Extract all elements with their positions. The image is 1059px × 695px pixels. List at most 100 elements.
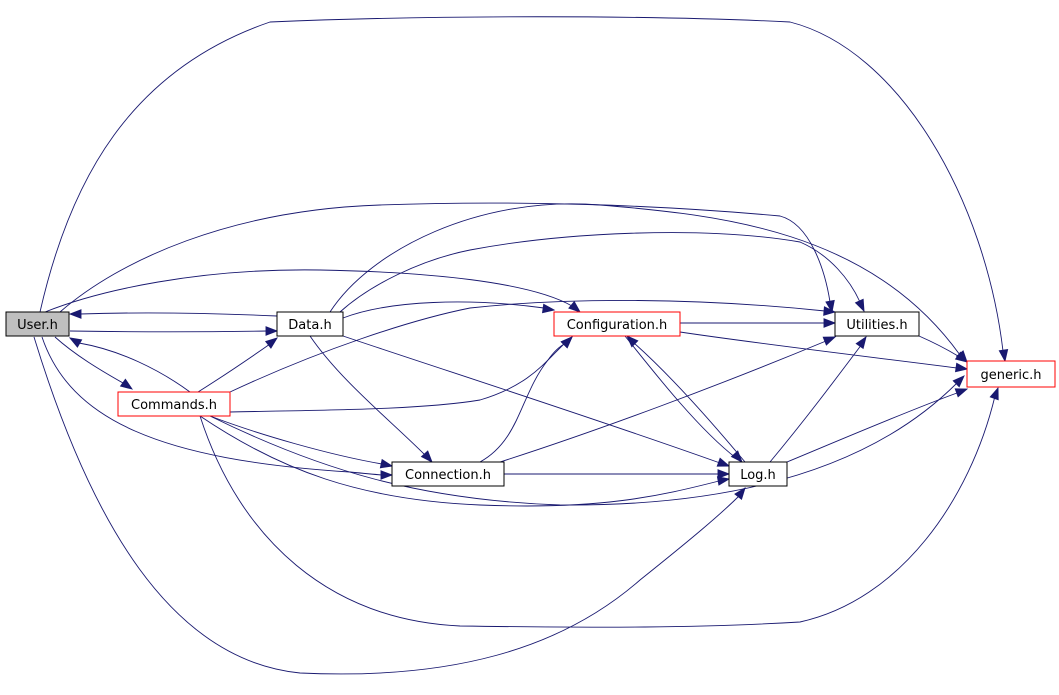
arrowhead-icon [822,336,837,346]
node-generic[interactable]: generic.h [966,360,1056,388]
edge-line [54,336,124,384]
edge-line [41,336,383,476]
arrowhead-icon [952,375,965,388]
edge-configuration-to-utilities [680,318,837,328]
node-data[interactable]: Data.h [276,311,344,337]
edge-commands-to-generic [209,375,965,506]
arrowhead-icon [119,378,134,390]
edge-line [78,342,191,393]
arrowhead-icon [541,303,556,314]
node-connection[interactable]: Connection.h [391,461,505,487]
edge-line [339,232,861,313]
node-user[interactable]: User.h [5,311,70,337]
arrowhead-icon [954,362,969,373]
node-configuration[interactable]: Configuration.h [553,311,681,337]
edge-data-to-configuration [342,301,556,319]
node-box [276,311,344,337]
edge-data-to-user [68,309,278,319]
edge-user-to-connection [41,336,394,480]
arrowhead-icon [560,336,573,349]
node-label: generic.h [981,368,1042,383]
edge-line [679,331,958,369]
arrowhead-icon [568,300,581,313]
edge-line [769,343,863,463]
edge-user-to-data [69,326,279,336]
arrowhead-icon [855,335,867,350]
node-box [391,461,505,487]
edge-log-to-configuration [626,335,746,463]
edge-line [229,299,826,393]
edge-commands-to-user [68,337,191,393]
arrowhead-icon [854,298,865,313]
node-label: Connection.h [405,468,491,483]
arrowhead-icon [716,457,731,467]
edge-line [342,301,545,319]
node-box [834,311,920,337]
arrowhead-icon [989,386,999,401]
edge-line [786,392,958,463]
edge-data-to-connection [309,335,433,463]
arrowhead-icon [68,309,82,319]
edge-line [229,342,566,413]
arrowhead-icon [954,351,969,363]
graph-nodes: User.h Data.h Configuration.h Utilities.hCo… [5,311,1056,487]
arrowhead-icon [626,335,639,348]
arrowhead-icon [998,348,1009,363]
edge-log-to-utilities [769,335,867,463]
edge-configuration-to-generic [679,331,969,373]
edge-line [309,335,426,456]
edge-commands-to-log [199,415,731,507]
edge-utilities-to-generic [918,335,969,363]
edge-commands-to-data [197,337,278,393]
edge-data-to-log [342,335,731,467]
arrowhead-icon [954,388,969,398]
node-log[interactable]: Log.h [728,461,788,487]
edge-line [624,335,737,459]
node-label: Log.h [740,468,776,483]
node-label: Utilities.h [846,318,907,333]
edge-line [44,269,573,313]
edge-user-to-generic-bottom [199,386,999,628]
edge-line [329,203,961,356]
edge-line [209,415,383,465]
edge-user-to-utilities [59,202,835,314]
arrowhead-icon [825,299,835,314]
node-label: Configuration.h [567,318,668,333]
node-utilities[interactable]: Utilities.h [834,311,920,337]
edge-connection-to-configuration [479,336,573,463]
edge-connection-to-utilities [499,336,837,463]
arrowhead-icon [379,458,394,469]
edge-line [199,395,996,628]
arrowhead-icon [420,450,433,463]
edge-connection-to-log [504,469,731,479]
graph-edges [33,16,1009,675]
edge-line [59,202,831,313]
edge-user-to-log [33,336,746,675]
arrowhead-icon [823,318,837,328]
edge-user-to-generic-top [39,16,1009,363]
edge-line [209,382,958,506]
arrowhead-icon [716,476,731,486]
edge-line [633,342,746,463]
node-box [553,311,681,337]
edge-line [197,343,271,393]
arrowhead-icon [717,469,731,479]
edge-line [918,335,959,357]
node-label: Data.h [288,318,331,333]
edge-user-to-configuration [44,269,581,313]
edge-line [342,335,721,464]
edge-line [199,415,720,507]
edge-commands-to-connection [209,415,394,469]
arrowhead-icon [68,337,83,348]
edge-line [39,16,1004,352]
arrowhead-icon [264,337,278,349]
node-label: User.h [17,318,58,333]
node-commands[interactable]: Commands.h [117,391,231,417]
arrowhead-icon [380,470,394,480]
arrowhead-icon [734,487,746,501]
node-box [5,311,70,337]
edge-line [69,330,268,333]
edge-log-to-generic [786,388,969,463]
edge-commands-to-utilities [229,299,837,393]
